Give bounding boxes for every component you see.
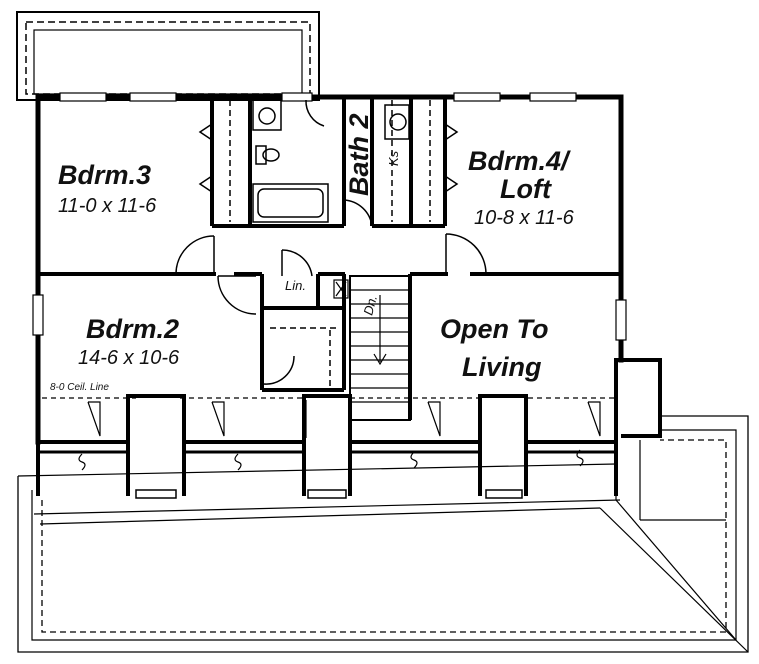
bdrm2-size: 14-6 x 10-6: [78, 347, 180, 369]
interior-walls: [38, 97, 621, 420]
bifold-doors: [198, 123, 459, 193]
bdrm4-name-line2: Loft: [500, 174, 552, 204]
roof: [17, 415, 749, 653]
open-to-living-line1: Open To: [440, 314, 549, 344]
bdrm2-name: Bdrm.2: [86, 314, 179, 344]
closet-shelves: [229, 100, 431, 386]
door-swings: [175, 99, 487, 385]
stair-down-label: Dn.: [360, 293, 380, 316]
top-windows: [32, 92, 627, 341]
bdrm4-size: 10-8 x 11-6: [474, 207, 575, 229]
kneewall-label: Ks: [386, 150, 401, 166]
open-to-living-line2: Living: [462, 352, 542, 382]
bdrm4-name-line1: Bdrm.4/: [468, 146, 571, 176]
linen-label: Lin.: [285, 278, 306, 293]
bath-fixtures: [252, 99, 410, 223]
dormer-windows: [87, 401, 601, 437]
bdrm3-size: 11-0 x 11-6: [58, 195, 157, 217]
dormer-bays: [36, 358, 662, 499]
top-balcony: [16, 11, 320, 101]
bath2-name: Bath 2: [344, 113, 374, 196]
ceiling-line-label: 8-0 Ceil. Line: [50, 382, 109, 393]
bdrm3-name: Bdrm.3: [58, 160, 151, 190]
stair: [333, 275, 411, 421]
ridge-marks: [78, 449, 584, 471]
